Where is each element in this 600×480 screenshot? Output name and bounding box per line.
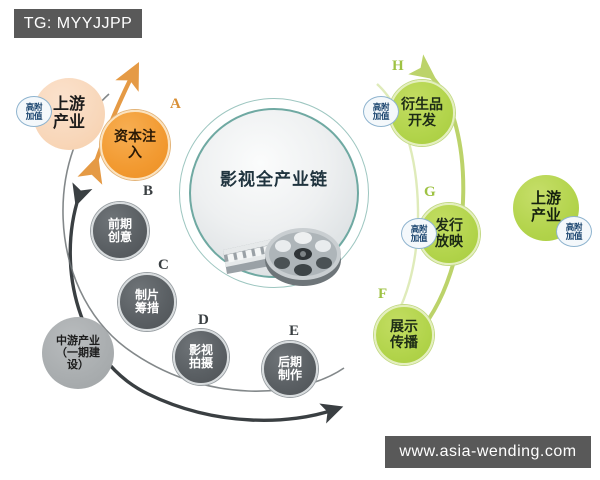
node-shooting-line2: 拍摄 (188, 356, 213, 370)
node-midstream-industry[interactable]: 中游产业 （一期建 设） (42, 317, 114, 389)
badge-upstream-left-line2: 加值 (25, 110, 43, 121)
badge-upstream-right-line1: 高附 (565, 221, 583, 232)
badge-upstream-right: 高附 加值 (556, 216, 592, 247)
watermark-site-url: www.asia-wending.com (385, 436, 591, 468)
film-reel-icon (223, 228, 341, 286)
badge-distribution-line2: 加值 (410, 232, 428, 243)
watermark-top-tag: TG: MYYJJPP (14, 9, 142, 38)
node-film-shooting[interactable]: 影视 拍摄 (173, 329, 229, 385)
node-concept-line2: 创意 (107, 230, 132, 244)
node-midstream-line2: （一期建 (56, 346, 100, 359)
badge-derivative: 高附 加值 (363, 96, 399, 127)
hub-outer-ring (179, 98, 369, 288)
node-derivative-line1: 衍生品 (401, 96, 443, 113)
node-post-line1: 后期 (277, 354, 302, 369)
hub-title: 影视全产业链 (220, 170, 328, 189)
step-label-f: F (378, 286, 388, 302)
badge-distribution: 高附 加值 (401, 218, 437, 249)
node-derivative-line2: 开发 (408, 112, 436, 128)
node-capital-line2: 入 (128, 144, 142, 160)
step-label-a: A (170, 96, 181, 112)
step-label-c: C (158, 257, 169, 273)
step-label-e: E (289, 323, 300, 339)
badge-upstream-left-line1: 高附 (25, 101, 43, 112)
node-concept-line1: 前期 (107, 216, 132, 231)
node-midstream-line3: 设） (67, 359, 89, 372)
node-upstream-left-line2: 产业 (52, 114, 85, 131)
node-upstream-right-line1: 上游 (530, 190, 561, 208)
node-display-communication[interactable]: 展示 传播 (374, 305, 434, 365)
node-post-production[interactable]: 后期 制作 (262, 341, 318, 397)
node-display-line2: 传播 (390, 334, 418, 350)
node-capital-injection[interactable]: 资本注 入 (100, 110, 170, 180)
step-label-b: B (143, 183, 154, 199)
node-post-line2: 制作 (277, 368, 302, 382)
node-upstream-right-line2: 产业 (530, 207, 561, 224)
node-production-financing[interactable]: 制片 筹措 (118, 273, 176, 331)
node-midstream-line1: 中游产业 (56, 334, 100, 347)
step-label-g: G (424, 184, 436, 200)
step-label-d: D (198, 312, 209, 328)
node-distribution-line1: 发行 (435, 217, 463, 234)
node-financing-line2: 筹措 (134, 301, 159, 315)
node-shooting-line1: 影视 (188, 342, 213, 357)
badge-upstream-right-line2: 加值 (565, 230, 583, 241)
node-distribution-line2: 放映 (435, 233, 463, 249)
node-upstream-left-line1: 上游 (52, 96, 85, 114)
node-early-concept[interactable]: 前期 创意 (91, 202, 149, 260)
node-display-line1: 展示 (390, 318, 418, 335)
badge-upstream-left: 高附 加值 (16, 96, 52, 127)
badge-derivative-line2: 加值 (372, 110, 390, 121)
step-label-h: H (392, 58, 404, 74)
node-financing-line1: 制片 (134, 287, 159, 302)
node-capital-line1: 资本注 (114, 128, 156, 145)
